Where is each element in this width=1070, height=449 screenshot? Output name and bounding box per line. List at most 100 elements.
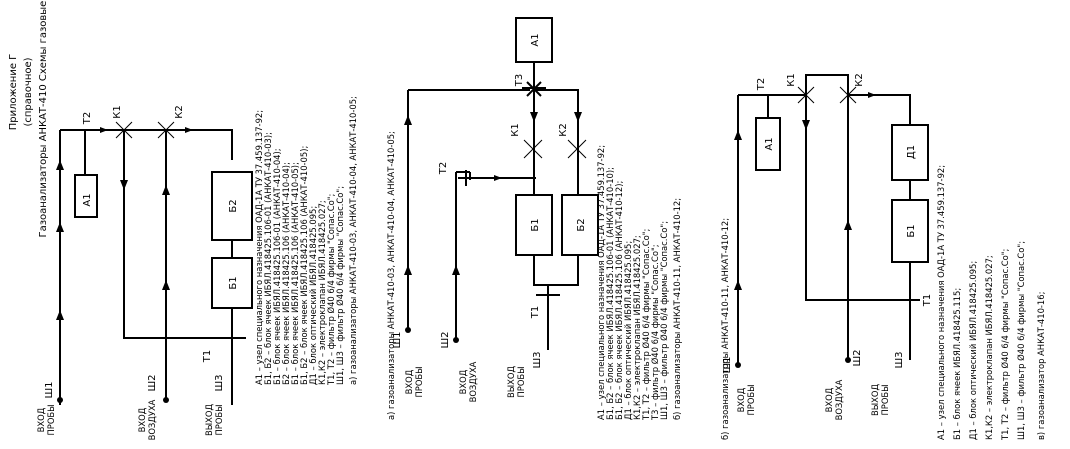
flow-arrow — [404, 115, 412, 125]
valve-k2-a — [157, 121, 175, 139]
label-inlet-probe-2: ПРОБЫ — [414, 366, 424, 397]
port-dot — [57, 397, 63, 403]
label-inlet-probe-2: ПРОБЫ — [746, 384, 756, 415]
unit-b1-c — [891, 199, 929, 263]
label-a1: А1 — [764, 137, 775, 150]
legend-a-line: Б2 – блок ячеек ИБЯЛ.418425.106 (АНКАТ-4… — [281, 162, 291, 385]
legend-a-variant-caption: а) газоанализаторы АНКАТ-410-03, АНКАТ-4… — [386, 131, 396, 420]
flow-arrow — [56, 160, 64, 170]
legend-b-line: Ш1, Ш3 – фильтр Ø40 6/4 фирмы "Сопас.Сo"… — [659, 221, 669, 420]
appendix-note: (справочное) — [23, 57, 34, 126]
flow-arrow — [162, 280, 170, 290]
flow-arrow — [185, 127, 193, 133]
legend-b-variant-caption: б) газоанализаторы АНКАТ-410-11, АНКАТ-4… — [720, 218, 730, 440]
flow-arrow — [56, 310, 64, 320]
schematic-b: А1 Б1 Б2 Т3 Т2 Т1 К1 К2 Ш1 Ш2 Ш3 ВХОД ПР… — [392, 17, 599, 402]
legend-b-line: Д1 – блок оптический ИБЯЛ.418425.095; — [623, 241, 633, 420]
label-sh1: Ш1 — [722, 356, 733, 373]
valve-k2-b — [567, 139, 587, 159]
flow-arrow — [734, 280, 742, 290]
sheet-caption: Газоанализаторы АНКАТ-410 Схемы газовые … — [38, 0, 49, 238]
flow-arrow — [120, 180, 128, 190]
valve-k2-c — [839, 86, 857, 104]
legend-a-line: Т1, Т2 – фильтр Ø40 6/4 фирмы "Сопас.Сo"… — [326, 194, 336, 386]
legend-a-line: А1 – узел специального назначения ОАД-1А… — [254, 110, 264, 385]
label-inlet-air: ВХОД — [458, 369, 468, 394]
flow-arrow — [868, 92, 876, 98]
label-t2: Т2 — [82, 112, 93, 125]
label-outlet-probe-2: ПРОБЫ — [880, 384, 890, 415]
legend-b-line: Т3 – фильтр Ø40 6/4 фирмы "Сопас.Сo"; — [650, 244, 660, 421]
label-d1: Д1 — [906, 145, 917, 159]
label-sh1: Ш1 — [44, 381, 55, 398]
tee-t3-b — [522, 78, 546, 100]
unit-b2-a — [211, 171, 253, 241]
label-outlet-probe: ВЫХОД — [204, 404, 214, 436]
unit-d1-c — [891, 124, 929, 181]
tee-t1-b — [536, 285, 560, 305]
legend-b-line: Б1, Б2 – блок ячеек ИБЯЛ.418425.106-01 (… — [605, 167, 615, 420]
label-inlet-air: ВХОД — [137, 407, 147, 432]
legend-b-caption: б) газоанализаторы АНКАТ-410-11, АНКАТ-4… — [672, 198, 682, 420]
tee-t2-a — [76, 129, 94, 140]
legend-b-line: А1 – узел специального назначения ОАД-1А… — [596, 145, 606, 420]
legend-a-line: Б1, Б2 – блок ячеек ИБЯЛ.418425.106-01 (… — [263, 132, 273, 385]
flow-arrow — [844, 220, 852, 230]
legend-a: А1 – узел специального назначения ОАД-1А… — [254, 96, 358, 386]
flow-arrow — [802, 120, 810, 130]
valve-k1-a — [115, 121, 133, 139]
label-sh3: Ш3 — [532, 351, 543, 368]
port-dot — [163, 397, 169, 403]
appendix-title: Приложение Г — [8, 54, 19, 131]
label-inlet-probe-2: ПРОБЫ — [46, 404, 56, 435]
label-outlet-probe-2: ПРОБЫ — [516, 366, 526, 397]
legend-b-line: Б1, Б2 – блок ячеек ИБЯЛ.418425.106 (АНК… — [614, 181, 624, 420]
label-t2: Т2 — [756, 78, 767, 91]
label-sh2: Ш2 — [852, 349, 863, 366]
label-t1: Т1 — [922, 294, 933, 307]
valve-k1-b — [523, 139, 543, 159]
port-dot — [453, 337, 459, 343]
label-inlet-probe: ВХОД — [404, 369, 414, 394]
label-t1: Т1 — [202, 350, 213, 363]
flow-arrow — [530, 112, 538, 122]
label-a1: А1 — [82, 193, 93, 206]
label-outlet-probe-2: ПРОБЫ — [214, 404, 224, 435]
label-a1: А1 — [530, 33, 541, 46]
tee-t1-a — [218, 330, 246, 352]
flow-arrow — [162, 185, 170, 195]
label-sh3: Ш3 — [214, 374, 225, 391]
legend-a-line: К1,К2 – электроклапан ИБЯЛ.418425.027; — [317, 200, 327, 385]
flow-arrow — [452, 265, 460, 275]
label-sh1: Ш1 — [392, 331, 403, 348]
legend-c-line: Д1 – блок оптический ИБЯЛ.418425.095; — [968, 261, 978, 440]
unit-b2-b — [561, 194, 599, 256]
label-inlet-probe: ВХОД — [36, 407, 46, 432]
unit-a1-a — [74, 174, 98, 218]
port-dot — [845, 357, 851, 363]
label-inlet-air: ВХОД — [824, 387, 834, 412]
flow-arrow — [574, 112, 582, 122]
legend-c-caption: в) газоанализатор АНКАТ-410-16; — [1036, 292, 1046, 440]
label-k2: К2 — [558, 123, 569, 136]
label-outlet-probe: ВЫХОД — [506, 366, 516, 398]
tee-t2-c — [758, 94, 778, 105]
flow-arrow — [404, 265, 412, 275]
label-inlet-air-2: ВОЗДУХА — [468, 361, 478, 402]
label-b2: Б2 — [576, 218, 587, 231]
label-t1: Т1 — [530, 306, 541, 319]
port-dot — [735, 362, 741, 368]
legend-a-caption: а) газоанализаторы АНКАТ-410-03, АНКАТ-4… — [348, 96, 358, 385]
tee-t2-b — [458, 170, 476, 186]
unit-a1-c — [755, 117, 781, 171]
valve-k1-c — [797, 86, 815, 104]
unit-b1-b — [515, 194, 553, 256]
legend-a-line: Д1 – блок оптический ИБЯЛ.418425.095; — [308, 206, 318, 385]
label-inlet-air-2: ВОЗДУХА — [834, 379, 844, 420]
port-dot — [405, 327, 411, 333]
label-sh2: Ш2 — [440, 331, 451, 348]
label-b1: Б1 — [906, 224, 917, 237]
label-k2: К2 — [174, 105, 185, 118]
unit-b1-a — [211, 257, 253, 309]
